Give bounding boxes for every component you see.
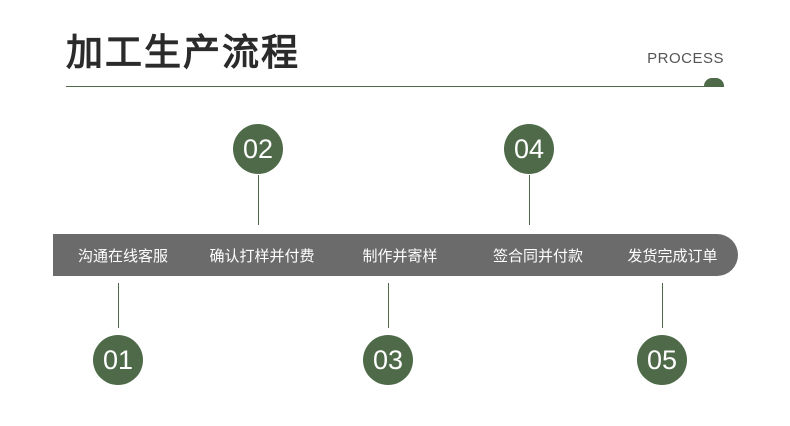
- step-number-2: 02: [233, 124, 283, 174]
- step-label-3: 制作并寄样: [362, 246, 438, 265]
- page-title: 加工生产流程: [66, 31, 300, 74]
- divider-cap: [704, 78, 724, 86]
- step-number-3: 03: [363, 335, 413, 385]
- step-number-5: 05: [637, 335, 687, 385]
- step-label-5: 发货完成订单: [627, 246, 718, 265]
- step-bar-5: 发货完成订单: [587, 234, 738, 276]
- title-divider: [66, 86, 724, 87]
- step-bar-1: 沟通在线客服: [53, 234, 193, 276]
- connector-4: [529, 175, 530, 225]
- connector-5: [662, 283, 663, 328]
- step-label-4: 签合同并付款: [492, 246, 583, 265]
- connector-2: [258, 175, 259, 225]
- step-label-1: 沟通在线客服: [77, 246, 168, 265]
- step-number-4: 04: [504, 124, 554, 174]
- connector-3: [388, 283, 389, 328]
- step-bar-2: 确认打样并付费: [173, 234, 331, 276]
- step-bar-3: 制作并寄样: [311, 234, 469, 276]
- connector-1: [118, 283, 119, 328]
- step-label-2: 确认打样并付费: [209, 246, 315, 265]
- process-tag: PROCESS: [647, 50, 724, 67]
- step-bar-4: 签合同并付款: [449, 234, 607, 276]
- step-number-1: 01: [93, 335, 143, 385]
